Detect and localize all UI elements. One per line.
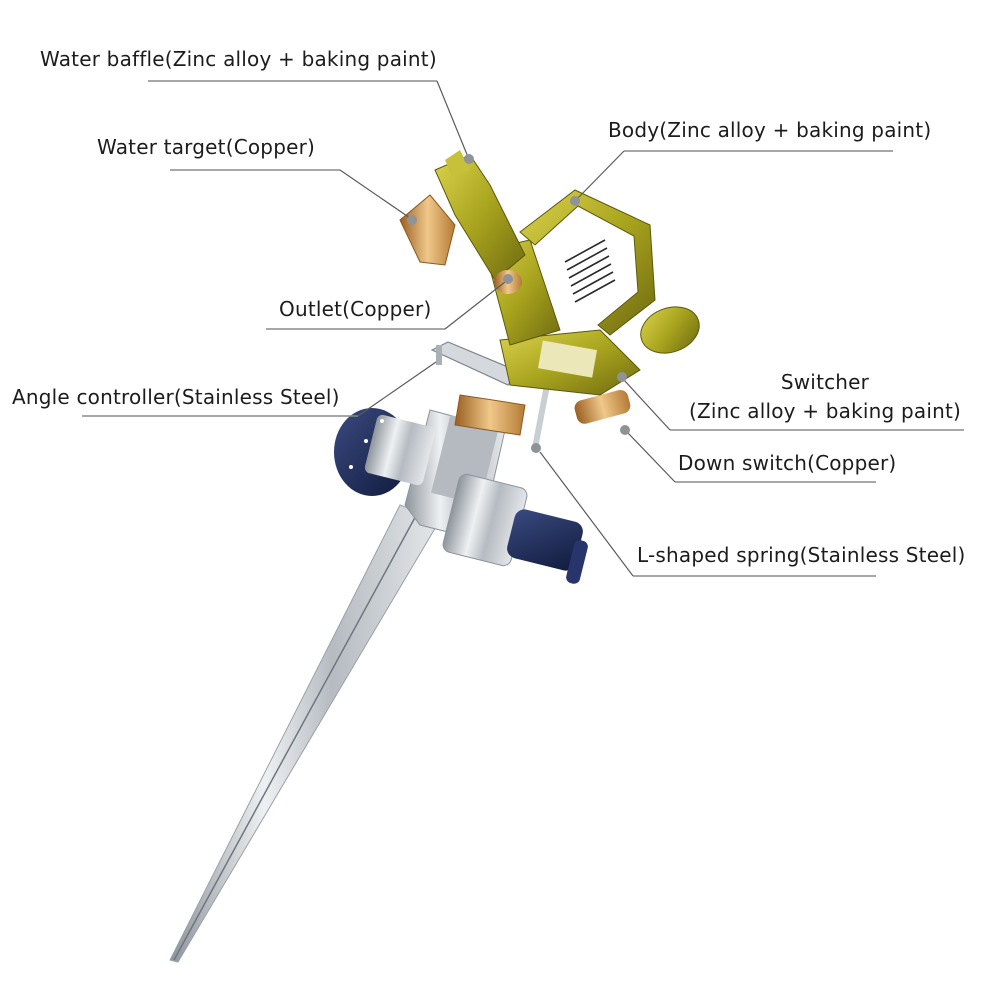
copper-hex-nut xyxy=(454,394,526,436)
label-switcher-line1: Switcher xyxy=(780,370,870,394)
quick-connector xyxy=(442,473,588,584)
pointer-switcher xyxy=(617,372,627,382)
label-water-target: Water target(Copper) xyxy=(97,135,316,159)
leader-lines xyxy=(82,80,964,577)
pointer-down-switch xyxy=(620,425,630,435)
down-switch-part xyxy=(574,389,631,424)
label-body: Body(Zinc alloy + baking paint) xyxy=(608,118,932,142)
pointer-l-shaped-spring xyxy=(531,443,541,453)
label-angle-controller: Angle controller(Stainless Steel) xyxy=(12,385,340,409)
label-switcher-line2: (Zinc alloy + baking paint) xyxy=(688,399,962,423)
leader-water-baffle xyxy=(436,80,469,158)
leader-angle-controller xyxy=(357,361,437,417)
body-spring xyxy=(564,239,616,303)
leader-l-shaped-spring xyxy=(539,451,634,577)
leader-body xyxy=(577,150,625,199)
leader-down-switch xyxy=(627,432,676,483)
leader-switcher xyxy=(623,379,671,431)
sprinkler-body xyxy=(399,150,700,396)
pointer-water-baffle xyxy=(464,154,474,164)
navy-hose-cap xyxy=(334,408,436,496)
ground-spike xyxy=(169,504,441,963)
leader-water-target xyxy=(339,169,411,219)
leader-outlet xyxy=(444,281,506,330)
pointer-outlet xyxy=(503,274,513,284)
label-l-shaped-spring: L-shaped spring(Stainless Steel) xyxy=(637,543,966,567)
pointer-water-target xyxy=(407,215,417,225)
label-down-switch: Down switch(Copper) xyxy=(678,451,897,475)
pointer-body xyxy=(570,196,580,206)
label-water-baffle: Water baffle(Zinc alloy + baking paint) xyxy=(40,47,437,71)
label-switcher: Switcher (Zinc alloy + baking paint) xyxy=(680,370,970,423)
label-outlet: Outlet(Copper) xyxy=(279,297,432,321)
